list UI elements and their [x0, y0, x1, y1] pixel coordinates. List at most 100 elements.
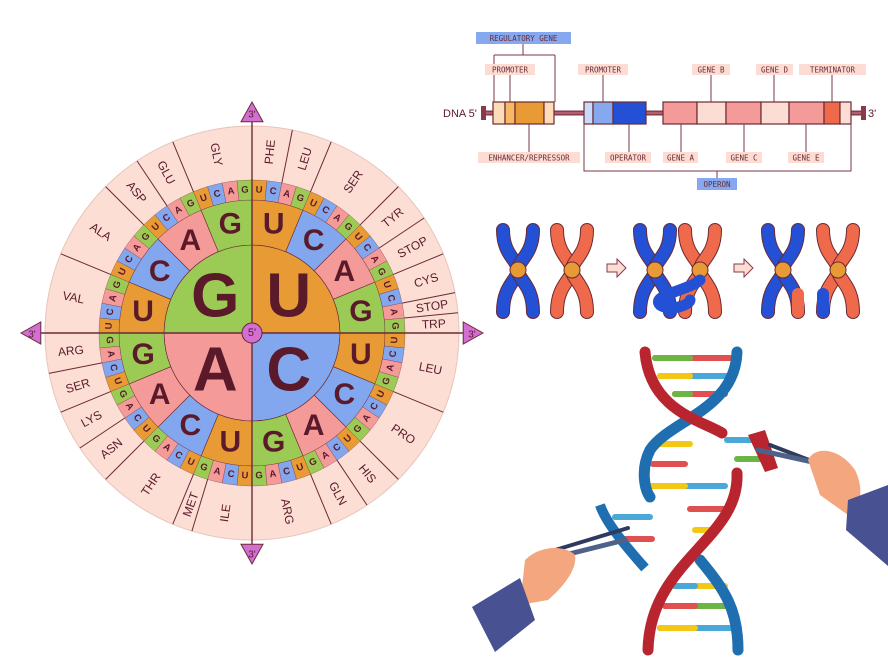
second-base-letter: A — [179, 224, 201, 257]
amino-acid-divider — [310, 474, 332, 525]
second-base-letter: A — [333, 255, 355, 288]
amino-acid-divider — [60, 391, 111, 413]
3-prime-end-label: 3' — [248, 550, 256, 561]
3-prime-end-marker — [240, 543, 264, 566]
structural-genes-block — [662, 101, 852, 125]
third-base-letter: C — [282, 466, 291, 478]
3-prime-end-marker — [19, 321, 42, 345]
third-base-letter: A — [320, 449, 332, 462]
third-base-letter: C — [320, 204, 332, 217]
dna-helix-editing-illustration — [472, 346, 888, 656]
third-base-letter: U — [295, 461, 305, 474]
promoter-label-1: PROMOTER — [492, 66, 529, 75]
amino-acid-divider — [136, 160, 168, 207]
arrow-icon — [733, 257, 754, 279]
second-base-letter: A — [303, 409, 325, 442]
amino-acid-divider — [105, 440, 145, 480]
third-base-letter: G — [375, 266, 388, 277]
dna-5-end-cap — [481, 106, 486, 120]
third-base-letter: A — [368, 254, 381, 266]
terminator-label: TERMINATOR — [810, 66, 856, 75]
third-base-letter: G — [255, 470, 263, 481]
dna-5-label: DNA 5' — [443, 108, 477, 120]
amino-acid-divider — [393, 253, 444, 275]
3-prime-end-marker — [240, 100, 264, 123]
third-base-letter: U — [104, 322, 115, 330]
first-base-letter: U — [266, 262, 311, 331]
third-base-letter: C — [269, 186, 278, 198]
gene-b-label: GENE B — [697, 66, 725, 75]
third-base-letter: A — [282, 188, 291, 200]
amino-acid-label: LEU — [418, 359, 444, 377]
amino-acid-divider — [79, 417, 126, 449]
second-base-letter: C — [179, 409, 201, 442]
third-base-letter: A — [107, 293, 119, 302]
centromere — [646, 261, 664, 279]
third-base-letter: A — [123, 401, 136, 413]
third-base-letter: G — [111, 279, 124, 290]
amino-acid-label: CYS — [412, 270, 440, 291]
second-base-letter: G — [349, 295, 372, 328]
third-base-letter: U — [116, 266, 129, 277]
3-prime-end-marker — [462, 321, 485, 345]
amino-acid-divider — [281, 129, 293, 184]
amino-acid-divider — [172, 141, 194, 192]
third-base-letter: U — [389, 336, 400, 344]
centromere — [563, 261, 581, 279]
second-base-letter: C — [333, 378, 355, 411]
third-base-letter: A — [385, 363, 397, 372]
second-base-letter: G — [131, 338, 154, 371]
second-base-letter: U — [263, 208, 285, 241]
third-base-letter: C — [368, 401, 381, 413]
amino-acid-divider — [48, 362, 103, 374]
amino-acid-label: ARG — [278, 497, 297, 525]
second-base-letter: C — [303, 224, 325, 257]
amino-acid-divider — [336, 459, 368, 506]
third-base-letter: U — [255, 185, 263, 196]
amino-acid-divider — [359, 186, 399, 226]
amino-acid-divider — [393, 391, 444, 413]
amino-acid-label: SER — [64, 375, 92, 396]
gene-e-label: GENE E — [792, 154, 820, 163]
amino-acid-divider — [359, 440, 399, 480]
second-base-letter: G — [219, 208, 242, 241]
third-base-letter: C — [388, 350, 400, 359]
second-base-letter: U — [132, 295, 154, 328]
first-base-letter: A — [193, 335, 238, 404]
centromere — [829, 261, 847, 279]
third-base-letter: A — [213, 466, 222, 478]
centromere — [774, 261, 792, 279]
third-base-letter: C — [385, 294, 397, 303]
dna-3-label: 3' — [868, 108, 876, 120]
third-base-letter: U — [185, 456, 196, 469]
third-base-letter: G — [307, 456, 318, 469]
third-base-letter: C — [105, 308, 117, 317]
first-base-letter: C — [266, 335, 311, 404]
second-base-letter: U — [350, 338, 372, 371]
third-base-letter: A — [388, 308, 400, 317]
gene-regulation-diagram: DNA 5' 3' REGULATORY GENE — [443, 32, 876, 190]
amino-acid-label: ARG — [57, 343, 84, 359]
second-base-letter: A — [149, 378, 171, 411]
third-base-letter: A — [227, 186, 236, 198]
amino-acid-label: GLY — [207, 142, 225, 167]
enhancer-repressor-label: ENHANCER/REPRESSOR — [488, 154, 570, 163]
third-base-letter: A — [173, 204, 185, 217]
amino-acid-divider — [172, 474, 194, 525]
third-base-letter: C — [123, 254, 136, 266]
arrow-icon — [606, 257, 627, 279]
amino-acid-divider — [191, 479, 209, 532]
amino-acid-divider — [310, 141, 332, 192]
third-base-letter: U — [199, 192, 209, 205]
3-prime-end-label: 3' — [248, 110, 256, 121]
amino-acid-label: STOP — [415, 297, 449, 316]
third-base-letter: U — [308, 197, 319, 210]
third-base-letter: U — [241, 470, 249, 481]
third-base-letter: G — [241, 184, 249, 195]
third-base-letter: G — [389, 322, 400, 330]
third-base-letter: G — [380, 376, 393, 387]
second-base-letter: G — [262, 425, 285, 458]
third-base-letter: U — [111, 376, 124, 386]
third-base-letter: U — [375, 389, 388, 400]
